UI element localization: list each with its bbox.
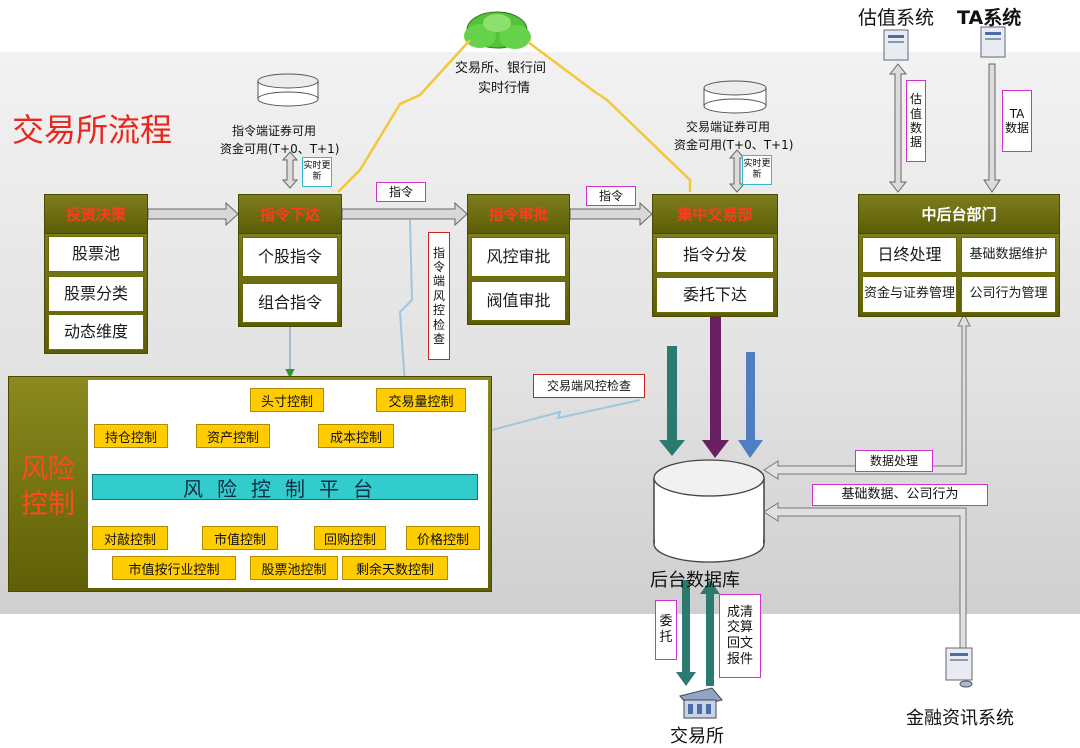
instruction-db-icon: [257, 73, 319, 107]
ta-system-label: TA系统: [957, 7, 1022, 29]
remaining-days-control: 剩余天数控制: [342, 556, 448, 580]
centralized-trading-title: 集中交易部: [677, 205, 753, 224]
instruction-approval-title: 指令审批: [488, 205, 549, 224]
cloud-icon: [464, 11, 531, 49]
basic-data-corporate-action-tag: 基础数据、公司行为: [812, 484, 988, 506]
risk-control-platform: 风险控制平台: [92, 474, 478, 501]
risk-control-label: 风险控制: [21, 454, 75, 521]
lightning-instruction-risk-check: [398, 219, 414, 386]
instruction-distribution-item: 指令分发: [656, 237, 774, 273]
ta-arrow: [983, 63, 1001, 193]
corporate-action-management-item: 公司行为管理: [961, 276, 1056, 313]
risk-approval-item: 风控审批: [471, 237, 566, 277]
basic-data-maintenance-item: 基础数据维护: [961, 237, 1056, 273]
order-placement-item: 委托下达: [656, 277, 774, 313]
threshold-approval-item: 阀值审批: [471, 281, 566, 321]
instruction-db-double-arrow: [281, 151, 299, 189]
holding-control: 持仓控制: [94, 424, 168, 448]
flow-arrows: [147, 201, 653, 227]
investment-decision-title: 投资决策: [65, 205, 126, 224]
single-stock-instruction-item: 个股指令: [242, 237, 338, 277]
realtime-update-tag-2: 实时更新: [742, 155, 772, 185]
instruction-db-label-line2: 资金可用(T+0、T+1): [220, 142, 340, 156]
industry-market-value-control: 市值按行业控制: [112, 556, 236, 580]
trading-db-label-line1: 交易端证券可用: [686, 120, 771, 134]
backoffice-to-db-arrows: [763, 312, 971, 649]
financial-info-server-icon: [945, 647, 973, 688]
lightning-trade-risk-check: [491, 399, 641, 431]
cloud-label-line1: 交易所、银行间: [455, 61, 547, 76]
stock-pool-item: 股票池: [48, 236, 144, 272]
exchange-db-arrows: [676, 580, 720, 686]
lightning-cloud-to-instruction: [337, 39, 471, 193]
investment-decision-header: 投资决策: [44, 194, 148, 234]
exchange-label: 交易所: [670, 726, 724, 747]
instruction-db-label-line1: 指令端证券可用: [232, 124, 317, 138]
settlement-report-tag: 成清交算回文报件: [719, 594, 761, 678]
lightning-cloud-to-trading: [527, 40, 692, 192]
valuation-server-icon: [883, 29, 909, 61]
cloud-label-line2: 实时行情: [478, 81, 531, 96]
trading-db-double-arrow: [728, 149, 746, 193]
instruction-flow-tag-2: 指令: [586, 186, 636, 206]
cost-control: 成本控制: [318, 424, 394, 448]
asset-control: 资产控制: [196, 424, 270, 448]
backend-db-label: 后台数据库: [650, 570, 740, 591]
valuation-data-tag: 估值数据: [906, 80, 926, 162]
ta-data-tag: TA数据: [1002, 90, 1032, 152]
ta-server-icon: [980, 26, 1006, 58]
instruction-flow-tag-1: 指令: [376, 182, 426, 202]
data-processing-tag: 数据处理: [855, 450, 933, 472]
dynamic-dimension-item: 动态维度: [48, 314, 144, 350]
instruction-approval-header: 指令审批: [467, 194, 570, 234]
db-input-arrows: [659, 316, 763, 458]
stock-pool-control: 股票池控制: [250, 556, 338, 580]
instruction-issue-header: 指令下达: [238, 194, 342, 234]
exchange-building-icon: [679, 687, 723, 719]
instruction-issue-title: 指令下达: [259, 205, 320, 224]
trading-db-label-line2: 资金可用(T+0、T+1): [674, 138, 794, 152]
end-of-day-item: 日终处理: [862, 237, 957, 273]
price-control: 价格控制: [406, 526, 480, 550]
entrust-tag: 委托: [655, 600, 677, 660]
matched-trade-control: 对敲控制: [92, 526, 168, 550]
instruction-risk-check-tag: 指令端风控检查: [428, 232, 450, 360]
trading-db-icon: [703, 80, 767, 114]
back-office-title: 中后台部门: [921, 205, 997, 224]
valuation-double-arrow: [888, 63, 908, 193]
realtime-update-tag-1: 实时更新: [302, 157, 332, 187]
backend-db-icon: [653, 459, 765, 563]
stock-classification-item: 股票分类: [48, 276, 144, 312]
back-office-header: 中后台部门: [858, 194, 1060, 234]
valuation-system-label: 估值系统: [858, 7, 935, 29]
page-title: 交易所流程: [12, 111, 173, 149]
position-limit-control: 头寸控制: [250, 388, 324, 412]
centralized-trading-header: 集中交易部: [652, 194, 778, 234]
market-value-control: 市值控制: [202, 526, 278, 550]
portfolio-instruction-item: 组合指令: [242, 283, 338, 323]
repo-control: 回购控制: [314, 526, 386, 550]
cash-securities-management-item: 资金与证券管理: [862, 276, 957, 313]
exchange-risk-check-tag: 交易端风控检查: [533, 374, 645, 398]
financial-info-system-label: 金融资讯系统: [906, 708, 1014, 729]
trading-volume-control: 交易量控制: [376, 388, 466, 412]
